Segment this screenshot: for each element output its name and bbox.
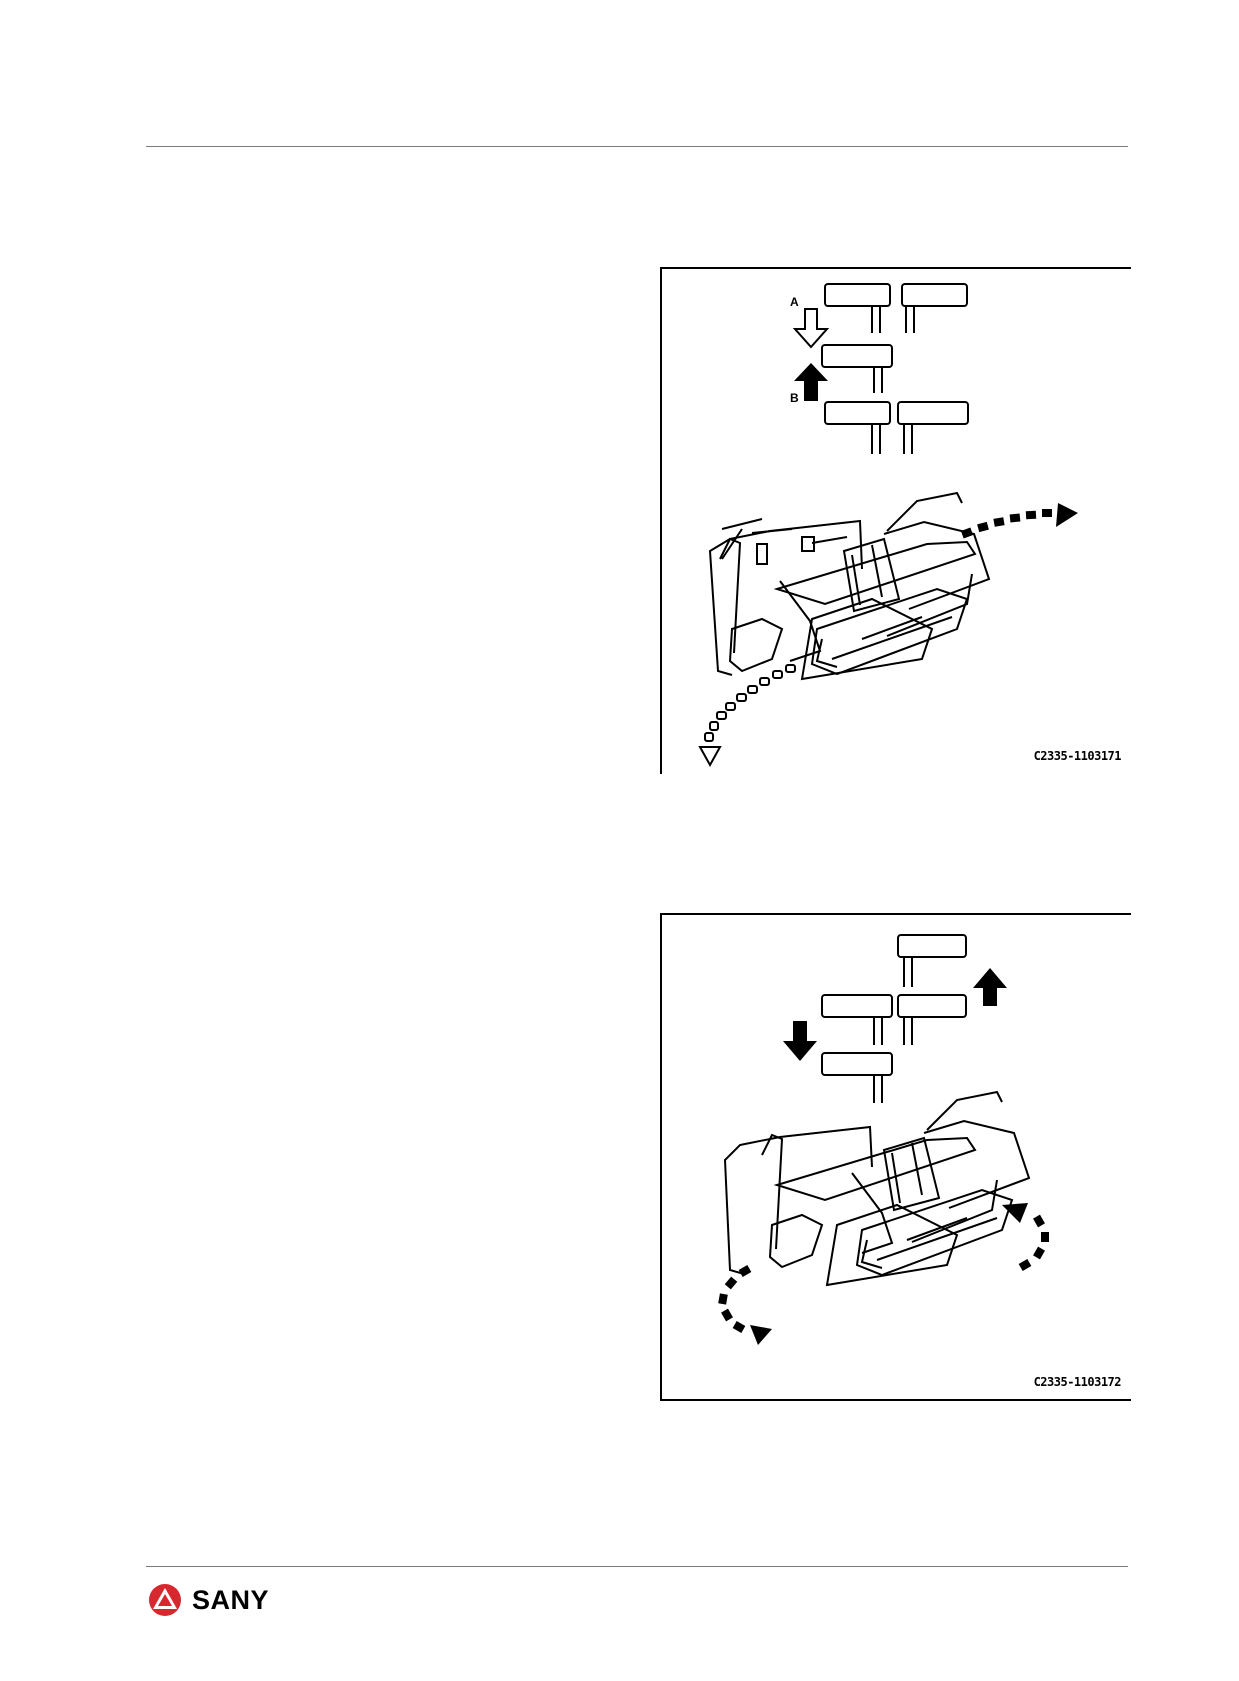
lever-right-upper xyxy=(901,283,968,307)
figure-code: C2335-1103172 xyxy=(1033,1375,1122,1389)
pivot-left-arrow-icon xyxy=(718,1265,772,1345)
lever-forward-arrow-icon xyxy=(973,968,1007,1006)
lever-left-upper xyxy=(824,283,891,307)
arrow-b-icon xyxy=(794,363,828,401)
lever-left-lower xyxy=(821,1052,893,1076)
lever-left-lower xyxy=(824,401,891,425)
figure-1-illustration xyxy=(698,283,1078,768)
lever-right-lower xyxy=(897,994,967,1018)
sany-logo-icon xyxy=(149,1584,181,1616)
footer-rule xyxy=(146,1566,1128,1567)
label-b: B xyxy=(790,391,799,405)
lever-right-upper xyxy=(897,934,967,958)
figure-2-illustration xyxy=(718,934,1049,1345)
figure-pivot-turn: C2335-1103172 xyxy=(660,913,1131,1401)
lever-left-middle xyxy=(821,344,893,368)
header-rule xyxy=(146,146,1128,147)
lever-right-lower xyxy=(897,401,969,425)
figure-travel-forward: A B C2335-1103171 xyxy=(660,267,1131,774)
lever-backward-arrow-icon xyxy=(783,1021,817,1061)
travel-backward-arrow-icon xyxy=(698,664,796,768)
lever-left-upper xyxy=(821,994,893,1018)
figure-code: C2335-1103171 xyxy=(1033,749,1122,763)
arrow-a-icon xyxy=(792,308,830,349)
travel-forward-arrow-icon xyxy=(960,503,1078,539)
footer-logo: SANY xyxy=(146,1583,269,1617)
excavator-icon xyxy=(708,491,991,681)
brand-name: SANY xyxy=(192,1584,270,1615)
label-a: A xyxy=(790,295,799,309)
excavator-icon xyxy=(723,1090,1031,1287)
pivot-right-arrow-icon xyxy=(1002,1203,1049,1271)
